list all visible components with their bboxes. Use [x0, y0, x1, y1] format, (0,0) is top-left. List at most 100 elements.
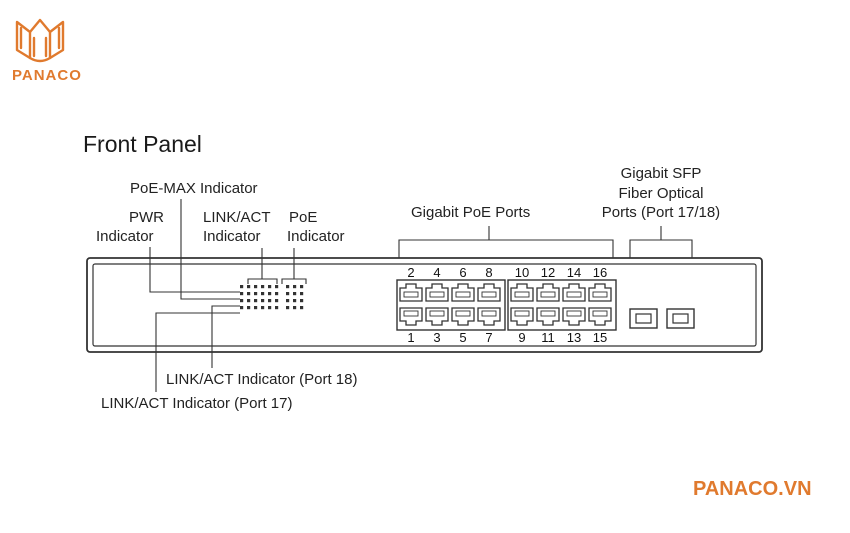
label-linkact-port17: LINK/ACT Indicator (Port 17) [101, 395, 292, 412]
leader-line [281, 248, 307, 284]
port-number-top: 16 [593, 265, 607, 280]
indicator-led [261, 285, 265, 289]
indicator-led [275, 306, 279, 310]
port-number-bottom: 1 [407, 330, 414, 345]
indicator-led [300, 306, 304, 310]
indicator-led [247, 306, 251, 310]
rj45-port-block [396, 279, 617, 331]
rj45-port [536, 307, 560, 326]
label-linkact-line1: LINK/ACT [203, 209, 271, 226]
switch-chassis-inner [92, 263, 757, 347]
label-poe-max-indicator: PoE-MAX Indicator [130, 180, 258, 197]
indicator-led-grid [240, 285, 304, 310]
rj45-port [477, 283, 501, 302]
rj45-port [425, 283, 449, 302]
port-number-bottom: 9 [518, 330, 525, 345]
indicator-led [275, 299, 279, 303]
port-number-bottom: 15 [593, 330, 607, 345]
switch-chassis-outer [86, 257, 763, 353]
rj45-port [399, 307, 423, 326]
indicator-led [254, 299, 258, 303]
port-number-bottom: 5 [459, 330, 466, 345]
rj45-port [562, 307, 586, 326]
indicator-led [286, 285, 290, 289]
port-number-bottom: 7 [485, 330, 492, 345]
rj45-port [510, 283, 534, 302]
leader-line [155, 312, 240, 392]
rj45-port [588, 283, 612, 302]
indicator-led [300, 292, 304, 296]
indicator-led [293, 285, 297, 289]
indicator-led [275, 292, 279, 296]
indicator-led [247, 292, 251, 296]
indicator-led [240, 292, 244, 296]
rj45-port [451, 283, 475, 302]
sfp-port-18 [666, 308, 695, 329]
indicator-led [254, 285, 258, 289]
indicator-led [286, 306, 290, 310]
rj45-port [399, 283, 423, 302]
port-number-top: 10 [515, 265, 529, 280]
rj45-port [510, 307, 534, 326]
port-number-bottom: 11 [541, 330, 555, 345]
label-linkact-port18: LINK/ACT Indicator (Port 18) [166, 371, 357, 388]
indicator-led [293, 306, 297, 310]
leader-line [629, 226, 693, 258]
port-number-top: 12 [541, 265, 555, 280]
label-sfp-line1: Gigabit SFP [621, 165, 702, 182]
port-block-frame-right [507, 279, 617, 331]
indicator-led [247, 299, 251, 303]
label-poe-line1: PoE [289, 209, 317, 226]
indicator-led [240, 306, 244, 310]
label-pwr-line1: PWR [129, 209, 164, 226]
port-number-top: 6 [459, 265, 466, 280]
indicator-led [275, 285, 279, 289]
rj45-port [562, 283, 586, 302]
indicator-led [254, 306, 258, 310]
indicator-led [268, 285, 272, 289]
port-number-top: 2 [407, 265, 414, 280]
indicator-led [268, 299, 272, 303]
indicator-led [268, 306, 272, 310]
leader-line [149, 247, 240, 293]
indicator-led [261, 299, 265, 303]
indicator-led [240, 299, 244, 303]
indicator-led [261, 306, 265, 310]
indicator-led [300, 285, 304, 289]
leader-line [211, 305, 240, 368]
rj45-port [477, 307, 501, 326]
indicator-led [254, 292, 258, 296]
port-number-top: 8 [485, 265, 492, 280]
indicator-led [247, 285, 251, 289]
rj45-port [588, 307, 612, 326]
label-poe-line2: Indicator [287, 228, 345, 245]
indicator-led [300, 299, 304, 303]
indicator-led [261, 292, 265, 296]
logo-text: PANACO [12, 67, 82, 84]
port-number-top: 14 [567, 265, 581, 280]
label-sfp-line2: Fiber Optical [618, 185, 703, 202]
label-sfp-line3: Ports (Port 17/18) [602, 204, 720, 221]
website-url: PANACO.VN [693, 478, 812, 500]
label-gigabit-poe-ports: Gigabit PoE Ports [411, 204, 530, 221]
rj45-port [536, 283, 560, 302]
indicator-led [268, 292, 272, 296]
port-block-frame-left [396, 279, 506, 331]
rj45-port [451, 307, 475, 326]
indicator-led [286, 292, 290, 296]
leader-line [180, 199, 240, 300]
port-number-bottom: 13 [567, 330, 581, 345]
sfp-port-17 [629, 308, 658, 329]
diagram-title: Front Panel [83, 131, 202, 157]
leader-line [398, 226, 614, 258]
label-pwr-line2: Indicator [96, 228, 154, 245]
callout-leader-lines [149, 199, 693, 392]
rj45-port [425, 307, 449, 326]
leader-line [247, 248, 278, 284]
indicator-led [293, 299, 297, 303]
port-number-bottom: 3 [433, 330, 440, 345]
label-linkact-line2: Indicator [203, 228, 261, 245]
